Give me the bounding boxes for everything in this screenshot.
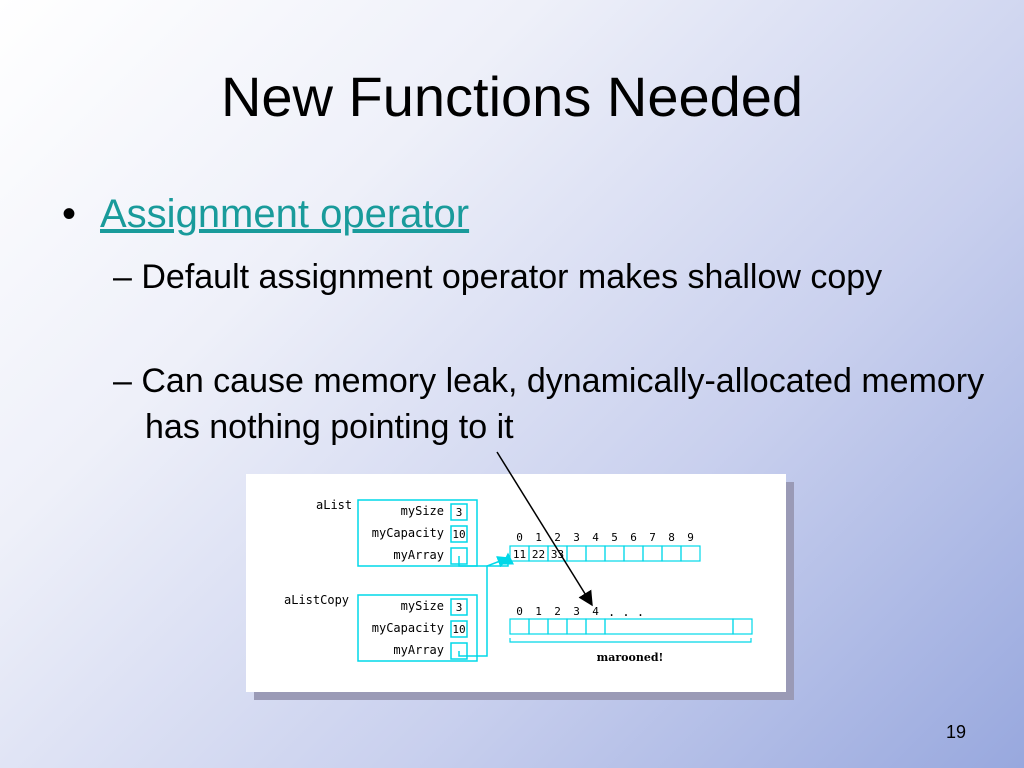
array1-index: 1: [535, 531, 542, 544]
alistcopy-label: aListCopy: [284, 593, 349, 607]
subbullet-shallow-copy: – Default assignment operator makes shal…: [113, 258, 883, 296]
array1-index: 0: [516, 531, 523, 544]
alist-field-value: 3: [456, 506, 463, 519]
array1-index: 8: [668, 531, 675, 544]
memory-diagram: aList mySize myCapacity myArray 3 10 aLi…: [246, 474, 786, 692]
array1-cell: [642, 545, 663, 562]
array1-index: 9: [687, 531, 694, 544]
alist-field-value: 10: [452, 528, 465, 541]
slide-title: New Functions Needed: [220, 65, 804, 128]
array1-value: 33: [551, 548, 564, 561]
alistcopy-box: [357, 594, 478, 662]
assignment-operator-link[interactable]: Assignment operator: [100, 192, 470, 236]
array1-index: 4: [592, 531, 599, 544]
alist-field-label: mySize: [401, 504, 444, 518]
alist-box: [357, 499, 478, 567]
array1-index: 6: [630, 531, 637, 544]
alistcopy-field-label: myArray: [393, 643, 444, 657]
array1-cell: [623, 545, 644, 562]
alistcopy-field-value: 10: [452, 623, 465, 636]
array2-last-cell: [732, 618, 753, 635]
array2-cell: [585, 618, 606, 635]
array1-cell: [566, 545, 587, 562]
array2-index: 0: [516, 605, 523, 618]
array1-index: 3: [573, 531, 580, 544]
alistcopy-field-value: 3: [456, 601, 463, 614]
alistcopy-field-label: mySize: [401, 599, 444, 613]
array2-gap-cell: [604, 618, 734, 635]
array2-cell: [547, 618, 568, 635]
array1-cell: [604, 545, 625, 562]
array1-cell: [680, 545, 701, 562]
bullet-marker: •: [62, 192, 77, 236]
subbullet-memory-leak: – Can cause memory leak, dynamically-all…: [113, 362, 985, 446]
page-number: 19: [946, 722, 967, 742]
array2-index: 4: [592, 605, 599, 618]
array1-cell: [661, 545, 682, 562]
array1-value: 22: [532, 548, 545, 561]
array1-value: 11: [513, 548, 526, 561]
array1-index: 2: [554, 531, 561, 544]
array-ellipsis: . . .: [608, 605, 644, 619]
alist-label: aList: [316, 498, 352, 512]
array1-index: 7: [649, 531, 656, 544]
array1-index: 5: [611, 531, 618, 544]
marooned-brace: [509, 638, 752, 643]
array1-cell: [585, 545, 606, 562]
memory-diagram-svg: aList mySize myCapacity myArray 3 10 aLi…: [284, 498, 753, 664]
marooned-caption: marooned!: [597, 651, 664, 664]
alistcopy-field-label: myCapacity: [372, 621, 444, 635]
array2-index: 1: [535, 605, 542, 618]
alist-field-label: myCapacity: [372, 526, 444, 540]
array2-cell: [566, 618, 587, 635]
array2-cell: [509, 618, 530, 635]
alistcopy-pointer-arrow: [458, 556, 510, 657]
array2-index: 2: [554, 605, 561, 618]
bullet-item: • Assignment operator: [62, 190, 469, 238]
array2-cell: [528, 618, 549, 635]
alist-field-label: myArray: [393, 548, 444, 562]
array2-index: 3: [573, 605, 580, 618]
